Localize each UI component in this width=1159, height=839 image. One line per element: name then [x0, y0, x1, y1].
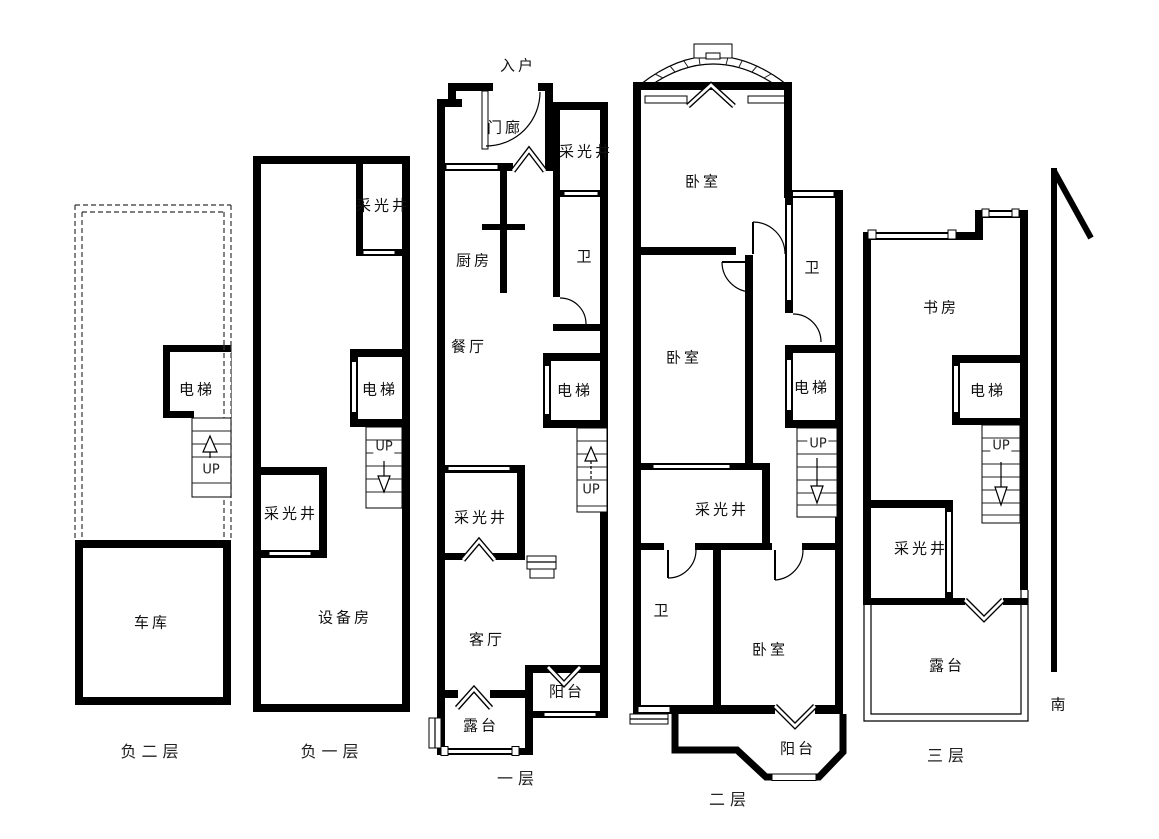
floorplan-floor3: [863, 208, 1029, 722]
room-label-garage: 车库: [133, 613, 171, 632]
room-label-b1-lightwell-bottom: 采光井: [263, 504, 319, 523]
compass-south-label: 南: [1050, 695, 1066, 714]
double-door: [721, 221, 786, 293]
room-label-f2-balcony: 阳台: [779, 739, 817, 758]
floor-label-basement2: 负二层: [120, 742, 184, 761]
room-label-f2-lightwell: 采光井: [694, 500, 750, 519]
floorplan-floor2: [629, 43, 847, 781]
room-label-f1-bath: 卫: [576, 247, 592, 266]
room-label-f3-lightwell: 采光井: [893, 539, 949, 558]
bath-door-arc: [559, 297, 587, 325]
room-label-f3-elevator: 电梯: [969, 381, 1007, 400]
entry-door: [481, 90, 541, 150]
stairs-label-f1: UP: [580, 482, 602, 498]
room-label-b1-elevator: 电梯: [361, 380, 399, 399]
stairs-label-b2: UP: [200, 462, 222, 478]
floor-label-basement1: 负一层: [300, 742, 364, 761]
room-label-f1-lightwell-top: 采光井: [558, 142, 614, 161]
entry-label: 入户: [499, 56, 537, 75]
room-label-f3-terrace: 露台: [928, 656, 966, 675]
floor-label-floor2: 二层: [708, 790, 752, 809]
room-label-f1-terrace: 露台: [462, 716, 500, 735]
bath2-door-arc: [792, 313, 822, 343]
balcony-bay-wall: [671, 714, 847, 781]
floorplan-basement1: [253, 156, 410, 712]
window-box-bottom: [629, 713, 669, 725]
compass-arrow: [1051, 168, 1094, 672]
room-label-bedroom-bottom: 卧室: [751, 640, 789, 659]
room-label-kitchen: 厨房: [455, 251, 493, 270]
stairs-label-b1: UP: [373, 439, 395, 455]
stairs-basement2: [191, 417, 232, 498]
bay-window-arc: [640, 43, 787, 87]
room-label-dining: 餐厅: [450, 337, 488, 356]
appliance-box: [526, 555, 557, 579]
floor-label-floor1: 一层: [496, 769, 540, 788]
floorplan-floor1: [428, 83, 608, 756]
stairs-label-f3: UP: [990, 438, 1012, 454]
stairs-label-f2: UP: [807, 436, 829, 452]
room-label-living: 客厅: [468, 630, 506, 649]
room-label-porch: 门廊: [486, 118, 524, 137]
terrace-thin-wall: [863, 590, 1029, 722]
side-window-box: [428, 717, 442, 749]
floorplan-basement2: [74, 204, 232, 705]
room-label-f1-elevator: 电梯: [556, 381, 594, 400]
room-label-f2-elevator: 电梯: [793, 378, 831, 397]
room-label-bedroom-top: 卧室: [684, 172, 722, 191]
room-label-b1-lightwell-top: 采光井: [355, 196, 411, 215]
room-label-study: 书房: [922, 298, 960, 317]
bath-bottom-door: [667, 549, 697, 579]
room-label-f2-bath-right: 卫: [804, 258, 820, 277]
room-label-f2-bath-bottom: 卫: [653, 601, 669, 620]
room-label-equipment: 设备房: [317, 608, 373, 627]
room-label-b2-elevator: 电梯: [178, 380, 216, 399]
bedroom-bottom-door: [774, 549, 804, 581]
stairs-floor1: [576, 427, 608, 513]
room-label-f1-balcony: 阳台: [548, 682, 586, 701]
floor-label-floor3: 三层: [926, 746, 970, 765]
room-label-f1-lightwell-mid: 采光井: [453, 508, 509, 527]
room-label-bedroom-mid: 卧室: [665, 348, 703, 367]
